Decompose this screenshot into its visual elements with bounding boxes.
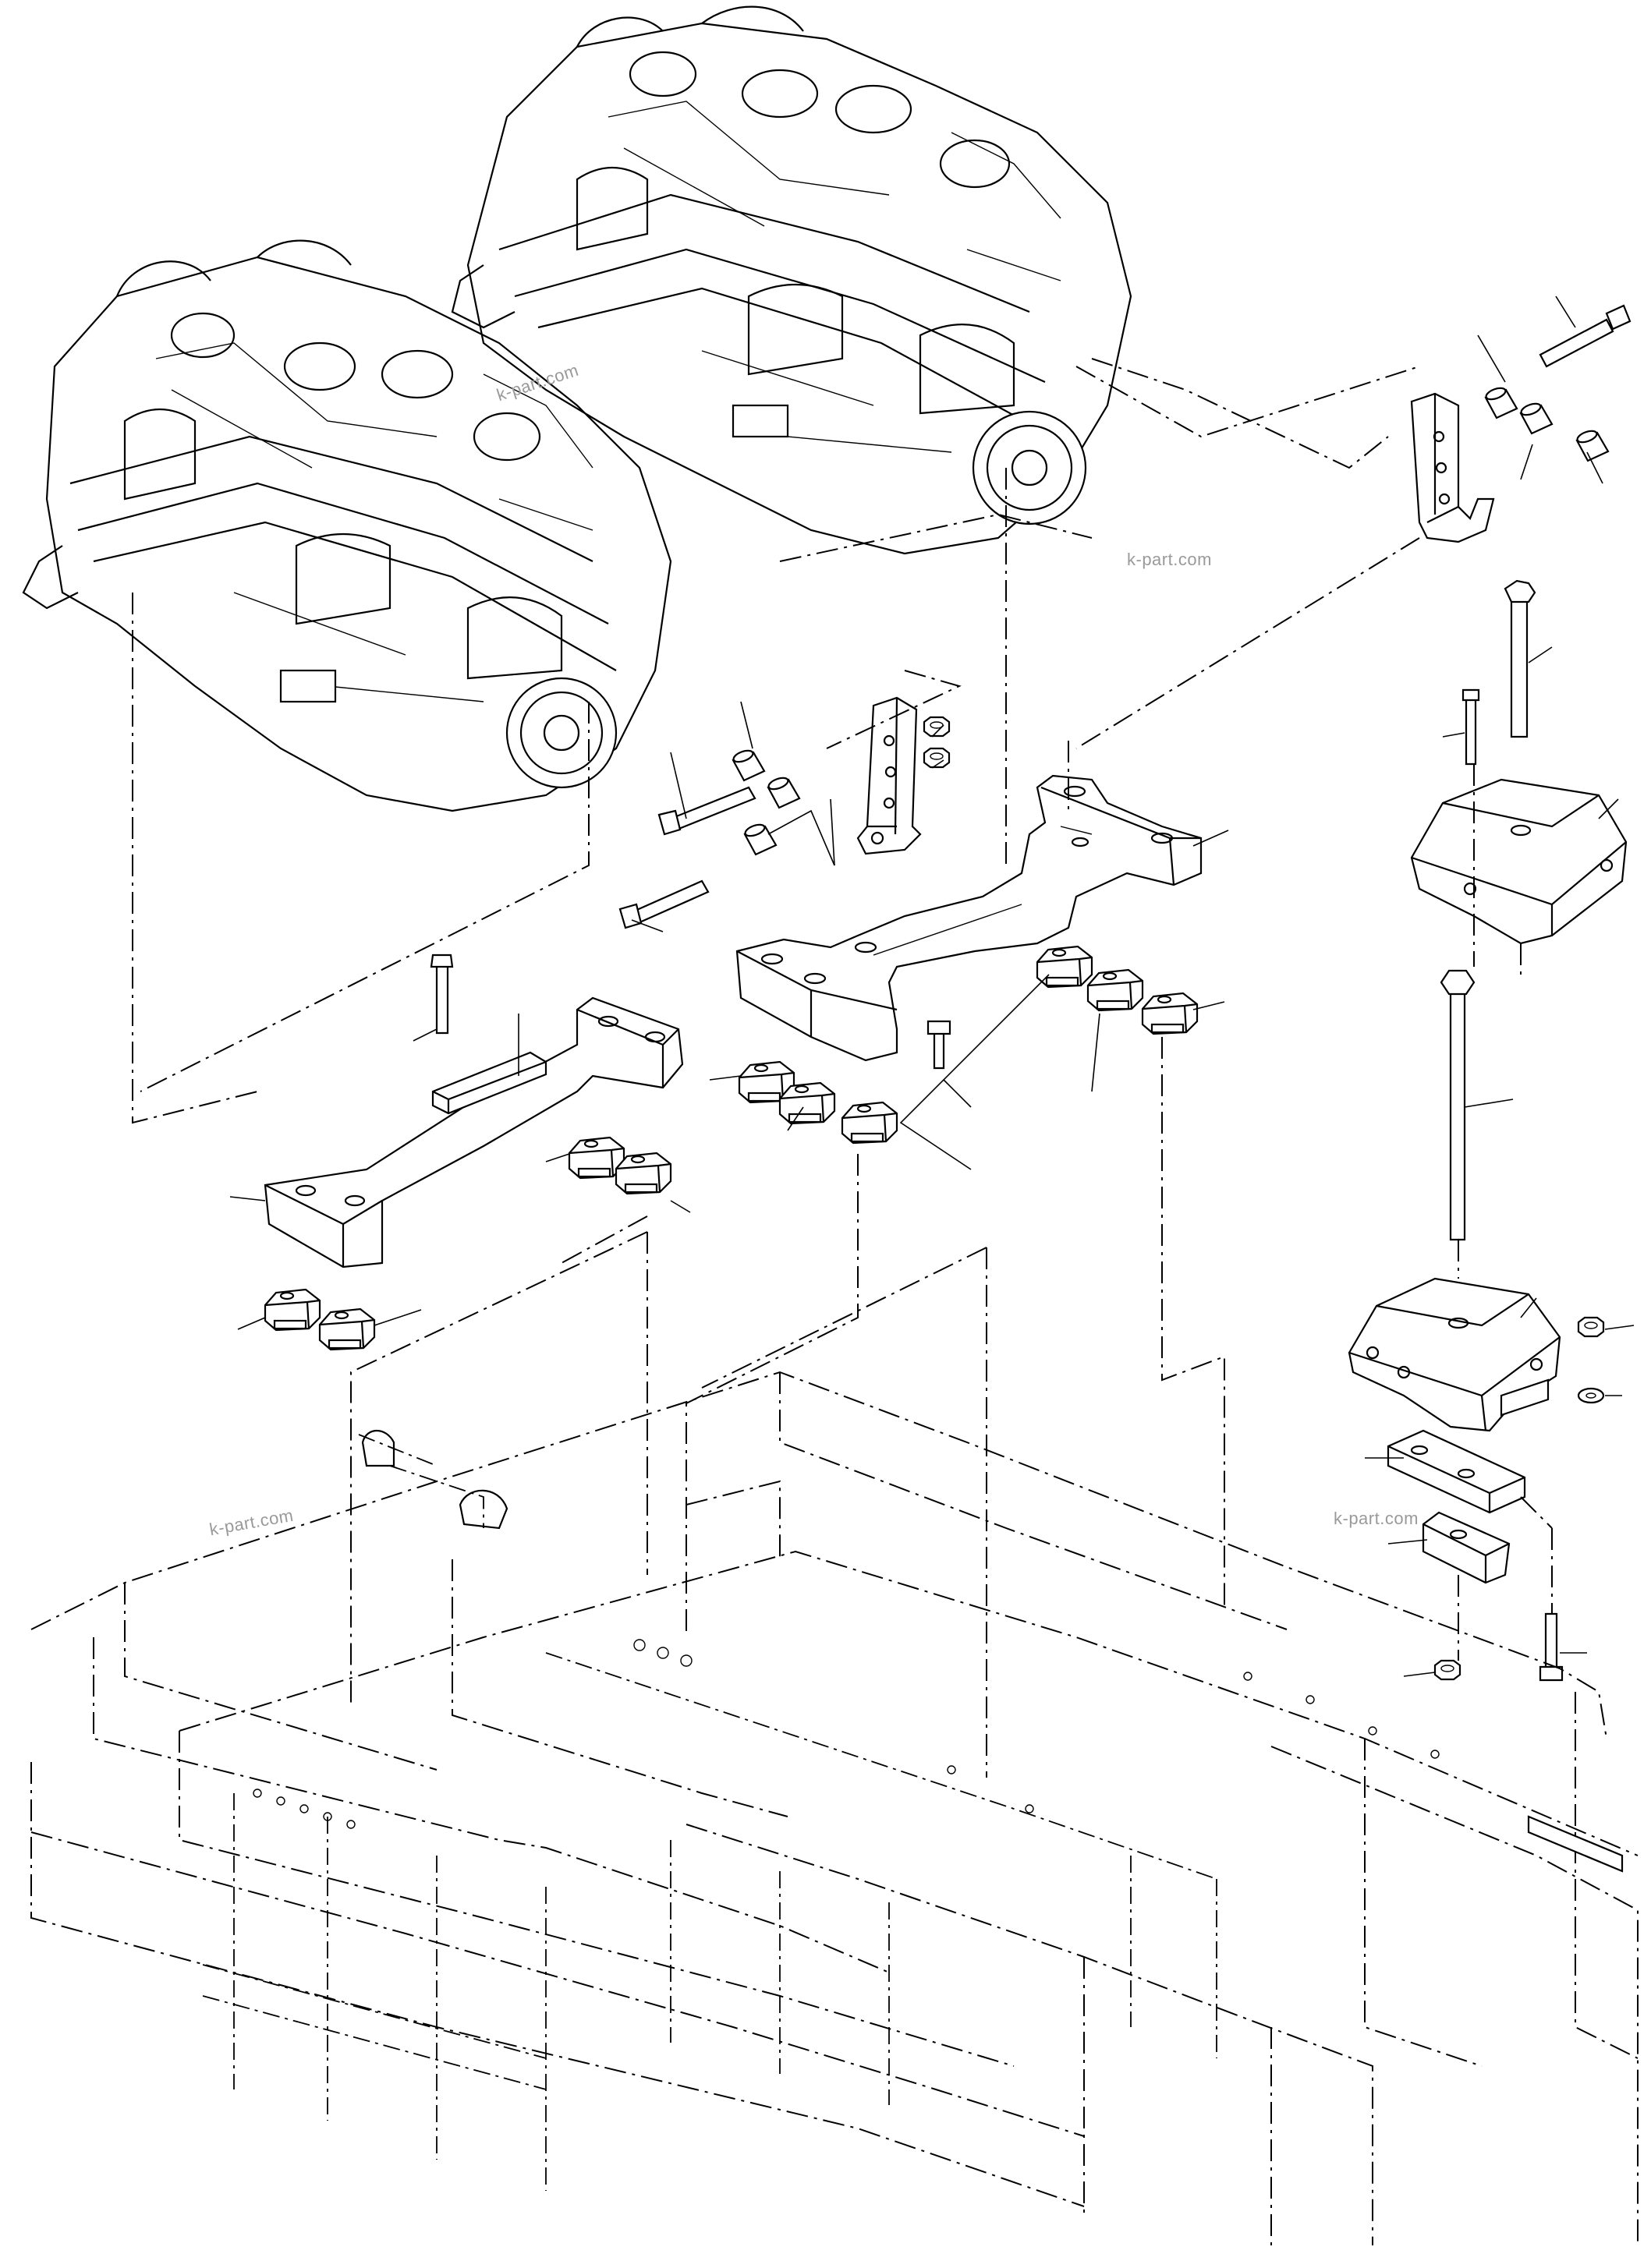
bottom-bolt (1539, 1612, 1564, 1682)
callout-leaders (229, 295, 1635, 1677)
support-bracket-upper-right (1410, 304, 1632, 543)
main-frame (30, 1371, 1639, 2245)
engine-left (22, 239, 672, 812)
engine-bearer-left (264, 954, 684, 1268)
lock-nut (1433, 1659, 1461, 1681)
watermark-4: k-part.com (1334, 1509, 1419, 1528)
mount-plate (1387, 1429, 1526, 1514)
engine-right (451, 5, 1132, 555)
rubber-mount-large-upper (1410, 579, 1628, 945)
assembly-lines (132, 358, 1553, 1778)
spacer-block (1422, 1511, 1511, 1584)
engine-bearer-right (735, 774, 1203, 1070)
watermark-2: k-part.com (1127, 550, 1212, 569)
rubber-mount-large-lower (1348, 1277, 1605, 1432)
long-bolt (1440, 969, 1476, 1241)
support-bracket-center (618, 696, 951, 929)
